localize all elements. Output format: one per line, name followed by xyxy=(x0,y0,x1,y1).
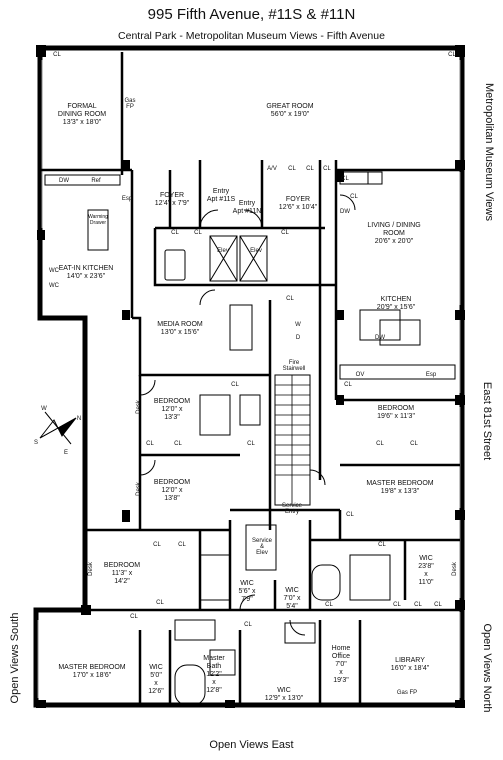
elevator-label: Elev xyxy=(250,248,262,254)
closet-label: CL xyxy=(244,622,252,628)
desk-label: Desk xyxy=(135,482,142,496)
closet-label: CL xyxy=(146,441,154,447)
closet-label: CL xyxy=(346,512,354,518)
refrigerator-label: Ref xyxy=(91,178,101,184)
closet-label: CL xyxy=(194,230,202,236)
dishwasher-label: DW xyxy=(375,335,385,341)
closet-label: CL xyxy=(341,176,349,182)
fire-stairwell-label: Fire Stairwell xyxy=(282,360,306,372)
entry-apt-11s: Entry Apt #11S xyxy=(206,188,236,203)
structural-columns xyxy=(36,45,465,708)
closet-label: CL xyxy=(448,52,456,58)
dishwasher-label: DW xyxy=(59,178,69,184)
closet-label: CL xyxy=(434,602,442,608)
av-label: A/V xyxy=(267,166,277,172)
dryer-label: D xyxy=(295,335,301,341)
closet-label: CL xyxy=(344,382,352,388)
desk-label: Desk xyxy=(87,562,94,576)
closet-label: CL xyxy=(286,296,294,302)
compass-e: E xyxy=(63,450,69,456)
gas-fireplace-label: Gas FP xyxy=(396,690,418,696)
gas-fireplace-label: Gas FP xyxy=(124,98,136,110)
closet-label: CL xyxy=(247,441,255,447)
closet-label: CL xyxy=(281,230,289,236)
view-label-right-bottom: Open Views North xyxy=(481,623,493,713)
exterior-walls xyxy=(33,45,465,708)
compass-s: S xyxy=(33,440,39,446)
closet-label: CL xyxy=(414,602,422,608)
view-label-left-bottom: Open Views South xyxy=(9,612,21,704)
compass-w: W xyxy=(41,406,47,412)
desk-label: Desk xyxy=(135,400,142,414)
closet-label: CL xyxy=(306,166,314,172)
closet-label: CL xyxy=(178,542,186,548)
closet-label: CL xyxy=(130,614,138,620)
plan-subtitle: Central Park - Metropolitan Museum Views… xyxy=(118,30,385,42)
dishwasher-label: DW xyxy=(340,209,350,215)
espresso-label: Esp xyxy=(425,372,437,378)
desk-label: Desk xyxy=(451,562,458,576)
wc-label: WC xyxy=(49,283,59,289)
view-label-bottom: Open Views East xyxy=(209,739,294,751)
closet-label: CL xyxy=(153,542,161,548)
closet-label: CL xyxy=(376,441,384,447)
compass xyxy=(39,411,77,445)
closet-label: CL xyxy=(156,600,164,606)
wc-label: WC xyxy=(49,268,59,274)
espresso-label: Esp xyxy=(121,196,133,202)
plan-title: 995 Fifth Avenue, #11S & #11N xyxy=(147,6,356,23)
service-entry-label: Service Entry xyxy=(281,503,303,515)
view-label-right-top: Metropolitan Museum Views xyxy=(483,83,495,221)
closet-label: CL xyxy=(393,602,401,608)
view-label-right-middle: East 81st Street xyxy=(481,381,493,461)
compass-n: N xyxy=(76,416,82,422)
service-elevator-label: Service & Elev xyxy=(251,538,273,556)
closet-label: CL xyxy=(350,194,358,200)
closet-label: CL xyxy=(378,542,386,548)
entry-apt-11n: Entry Apt #11N xyxy=(232,200,262,215)
closet-label: CL xyxy=(53,52,61,58)
closet-label: CL xyxy=(325,602,333,608)
washer-label: W xyxy=(295,322,301,328)
oven-label: OV xyxy=(355,372,365,378)
warming-drawer-label: Warming Drawer xyxy=(88,214,108,226)
closet-label: CL xyxy=(174,441,182,447)
closet-label: CL xyxy=(171,230,179,236)
closet-label: CL xyxy=(410,441,418,447)
closet-label: CL xyxy=(323,166,331,172)
elevator-label: Elev xyxy=(217,248,229,254)
closet-label: CL xyxy=(288,166,296,172)
interior-walls xyxy=(40,52,460,705)
closet-label: CL xyxy=(231,382,239,388)
